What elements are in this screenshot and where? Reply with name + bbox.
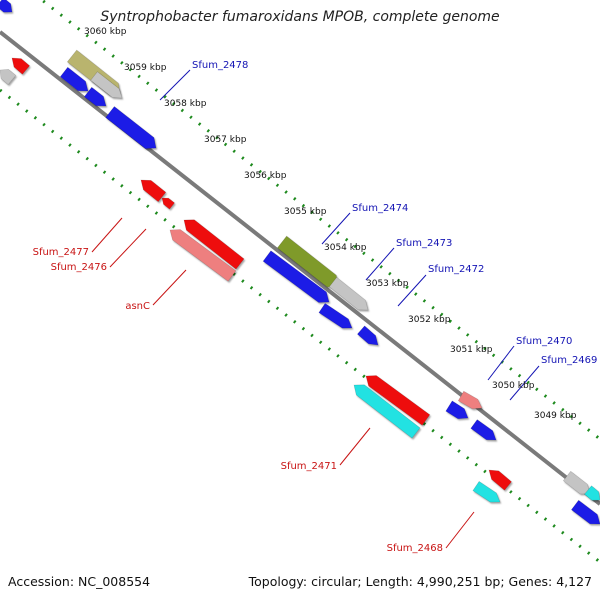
gene-arrow-22[interactable] — [470, 419, 497, 441]
gene-label[interactable]: Sfum_2476 — [51, 262, 107, 273]
kbp-label: 3057 kbp — [204, 135, 247, 145]
gene-arrow-8[interactable] — [105, 106, 157, 149]
gene-arrow-23[interactable] — [488, 469, 512, 491]
gene-arrow-24[interactable] — [472, 480, 501, 503]
gene-arrow-10[interactable] — [161, 197, 175, 210]
gene-label[interactable]: Sfum_2473 — [396, 238, 452, 249]
gene-arrow-17[interactable] — [356, 325, 379, 346]
gene-leader-line — [91, 217, 123, 253]
kbp-label: 3050 kbp — [492, 381, 535, 391]
gene-arrow-11[interactable] — [183, 219, 245, 270]
genome-backbone — [0, 30, 600, 506]
gene-leader-line — [445, 511, 475, 549]
gene-label[interactable]: Sfum_2477 — [33, 247, 89, 258]
gene-leader-line — [397, 274, 427, 307]
gene-arrow-18[interactable] — [365, 375, 431, 426]
kbp-label: 3060 kbp — [84, 27, 127, 37]
kbp-label: 3055 kbp — [284, 207, 327, 217]
gene-label[interactable]: Sfum_2472 — [428, 264, 484, 275]
gene-arrow-20[interactable] — [457, 390, 483, 410]
gene-arrow-21[interactable] — [445, 400, 469, 420]
gene-arrow-7[interactable] — [90, 71, 123, 99]
kbp-label: 3053 kbp — [366, 279, 409, 289]
gene-arrow-15[interactable] — [328, 276, 369, 311]
map-title: Syntrophobacter fumaroxidans MPOB, compl… — [100, 9, 500, 25]
kbp-label: 3049 kbp — [534, 411, 577, 421]
gene-leader-line — [152, 269, 187, 306]
accession-text: Accession: NC_008554 — [8, 574, 151, 589]
gene-arrow-16[interactable] — [318, 302, 353, 329]
gene-arrow-6[interactable] — [83, 86, 107, 107]
kbp-label: 3051 kbp — [450, 345, 493, 355]
gene-leader-line — [109, 228, 147, 268]
gene-arrow-1[interactable] — [0, 0, 13, 13]
gene-label[interactable]: asnC — [125, 301, 150, 312]
summary-text: Topology: circular; Length: 4,990,251 bp… — [248, 574, 592, 589]
kbp-label: 3058 kbp — [164, 99, 207, 109]
gene-leader-line — [509, 365, 540, 401]
gene-arrow-14[interactable] — [262, 250, 330, 303]
gene-arrow-5[interactable] — [59, 66, 89, 92]
kbp-label: 3054 kbp — [324, 243, 367, 253]
inner-tick-track — [0, 88, 600, 564]
kbp-label: 3059 kbp — [124, 63, 167, 73]
gene-arrow-3[interactable] — [11, 57, 31, 75]
gene-arrow-12[interactable] — [169, 229, 237, 282]
gene-leader-line — [487, 345, 515, 381]
gene-label[interactable]: Sfum_2470 — [516, 336, 572, 347]
kbp-label: 3056 kbp — [244, 171, 287, 181]
gene-label[interactable]: Sfum_2474 — [352, 203, 408, 214]
kbp-label: 3052 kbp — [408, 315, 451, 325]
gene-label[interactable]: Sfum_2471 — [281, 461, 337, 472]
gene-label[interactable]: Sfum_2468 — [387, 543, 443, 554]
gene-leader-line — [321, 212, 351, 245]
gene-arrow-2[interactable] — [0, 69, 17, 86]
gene-label[interactable]: Sfum_2478 — [192, 60, 248, 71]
gene-leader-line — [339, 427, 371, 466]
gene-arrow-9[interactable] — [140, 179, 167, 203]
gene-arrow-26[interactable] — [570, 499, 600, 525]
gene-label[interactable]: Sfum_2469 — [541, 355, 597, 366]
gene-leader-line — [159, 69, 191, 101]
gene-arrow-19[interactable] — [353, 384, 421, 439]
gene-arrow-25[interactable] — [562, 470, 591, 495]
gene-leader-line — [365, 247, 395, 281]
gene-arrow-27[interactable] — [584, 485, 600, 501]
